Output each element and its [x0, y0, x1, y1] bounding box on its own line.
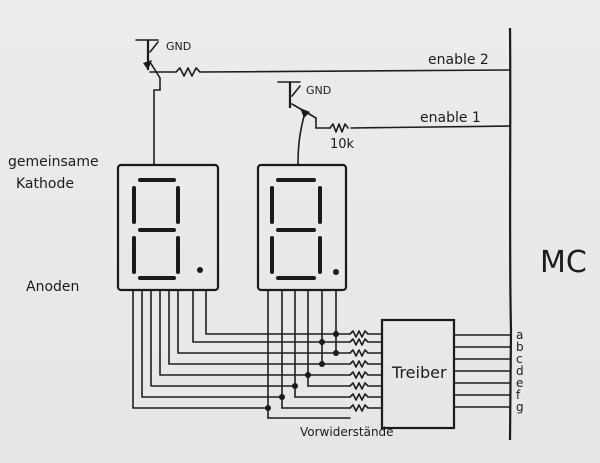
driver-box — [380, 318, 456, 430]
mc-pin-g: g — [516, 400, 524, 414]
gnd-label-2: GND — [166, 40, 191, 53]
driver-label: Treiber — [391, 363, 447, 382]
series-resistors-label: Vorwiderstände — [300, 425, 394, 439]
gnd-label-1: GND — [306, 84, 331, 97]
mc-pin-c: c — [516, 352, 523, 366]
enable-2-label: enable 2 — [428, 52, 489, 68]
enable-1-label: enable 1 — [420, 110, 481, 126]
mc-pin-a: a — [516, 328, 523, 342]
resistor-value-label: 10k — [330, 137, 355, 152]
anode-wires-right — [265, 289, 351, 419]
mc-pin-d: d — [516, 364, 524, 378]
mc-label: MC — [540, 245, 587, 280]
mc-bus-line — [508, 27, 513, 441]
transistor-2 — [135, 39, 511, 166]
mc-pin-wires — [453, 334, 511, 408]
transistor-1 — [277, 81, 511, 166]
mc-pin-f: f — [516, 388, 521, 402]
mc-pin-e: e — [516, 376, 523, 390]
cathode-label-line1: gemeinsame — [8, 154, 99, 170]
mc-pin-b: b — [516, 340, 524, 354]
cathode-label-line2: Kathode — [16, 176, 74, 192]
seven-segment-display-left — [116, 163, 220, 292]
anodes-label: Anoden — [26, 279, 79, 295]
series-resistors — [349, 330, 383, 412]
seven-segment-display-right — [256, 163, 348, 292]
anode-wires-left — [132, 289, 351, 409]
